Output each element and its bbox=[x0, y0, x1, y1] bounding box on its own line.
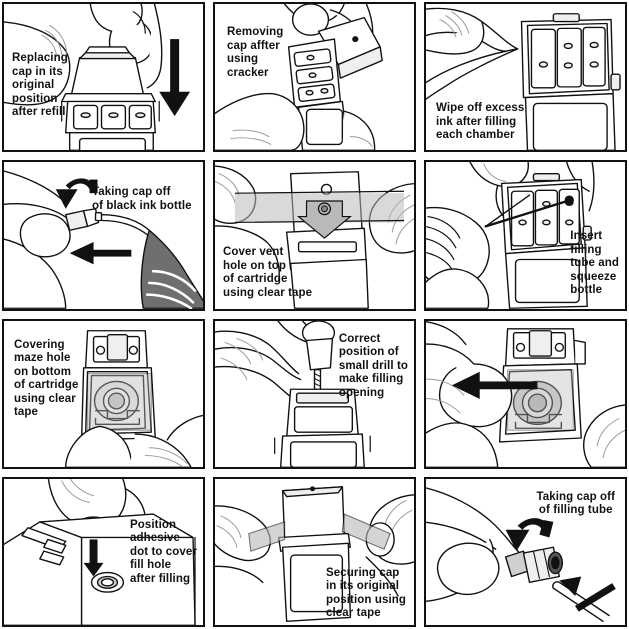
up-left-arrow-icon bbox=[559, 576, 616, 612]
panel-12: Taking cap off of filling tube bbox=[424, 476, 627, 627]
panel-11: Securing cap in its original position us… bbox=[213, 476, 416, 627]
panel-5-caption: Cover vent hole on top of cartridge usin… bbox=[223, 246, 313, 299]
panel-2-illustration bbox=[215, 4, 383, 151]
panel-5: Cover vent hole on top of cartridge usin… bbox=[213, 160, 416, 311]
left-arrow-icon bbox=[451, 371, 538, 399]
panel-11-caption: Securing cap in its original position us… bbox=[326, 566, 406, 620]
panel-7-caption: Covering maze hole on bottom of cartridg… bbox=[14, 338, 79, 419]
panel-2: Removing cap affter using cracker bbox=[213, 2, 416, 153]
panel-12-illustration bbox=[426, 487, 616, 622]
panel-8-illustration bbox=[215, 320, 371, 467]
panel-2-caption: Removing cap affter using cracker bbox=[227, 26, 284, 79]
panel-7-illustration bbox=[64, 329, 203, 467]
panel-12-caption: Taking cap off of filling tube bbox=[536, 490, 615, 517]
down-arrow-icon bbox=[296, 200, 352, 240]
panel-6-illustration bbox=[426, 162, 595, 309]
panel-4-illustration bbox=[4, 170, 203, 309]
panel-3-illustration bbox=[426, 7, 621, 151]
panel-3: Wipe off excess ink after filling each c… bbox=[424, 2, 627, 153]
panel-5-illustration bbox=[215, 165, 414, 309]
panel-4-caption: Taking cap off of black ink bottle bbox=[92, 186, 192, 212]
panel-6-caption: Insert filling tube and squeeze bottle bbox=[570, 230, 619, 297]
panel-1-illustration bbox=[4, 4, 191, 151]
panel-9-illustration bbox=[426, 320, 625, 467]
panel-11-illustration bbox=[215, 485, 414, 622]
panel-7: Covering maze hole on bottom of cartridg… bbox=[2, 318, 205, 469]
panel-9 bbox=[424, 318, 627, 469]
down-arrow-icon bbox=[159, 39, 191, 117]
panel-6: Insert filling tube and squeeze bottle bbox=[424, 160, 627, 311]
panel-3-caption: Wipe off excess ink after filling each c… bbox=[436, 102, 525, 141]
curved-arrow-icon bbox=[55, 178, 98, 210]
panel-1-caption: Replacing cap in its original position a… bbox=[12, 52, 68, 118]
down-arrow-icon bbox=[83, 539, 104, 577]
panel-10: Position adhesive dot to cover fill hole… bbox=[2, 476, 205, 627]
panel-4: Taking cap off of black ink bottle bbox=[2, 160, 205, 311]
panel-8: Correct position of small drill to make … bbox=[213, 318, 416, 469]
curved-arrow-icon bbox=[505, 517, 554, 551]
panel-8-caption: Correct position of small drill to make … bbox=[338, 332, 408, 399]
panel-1: Replacing cap in its original position a… bbox=[2, 2, 205, 153]
left-arrow-icon bbox=[69, 242, 132, 265]
panel-10-illustration bbox=[4, 478, 196, 625]
panel-10-caption: Position adhesive dot to cover fill hole… bbox=[129, 518, 197, 585]
